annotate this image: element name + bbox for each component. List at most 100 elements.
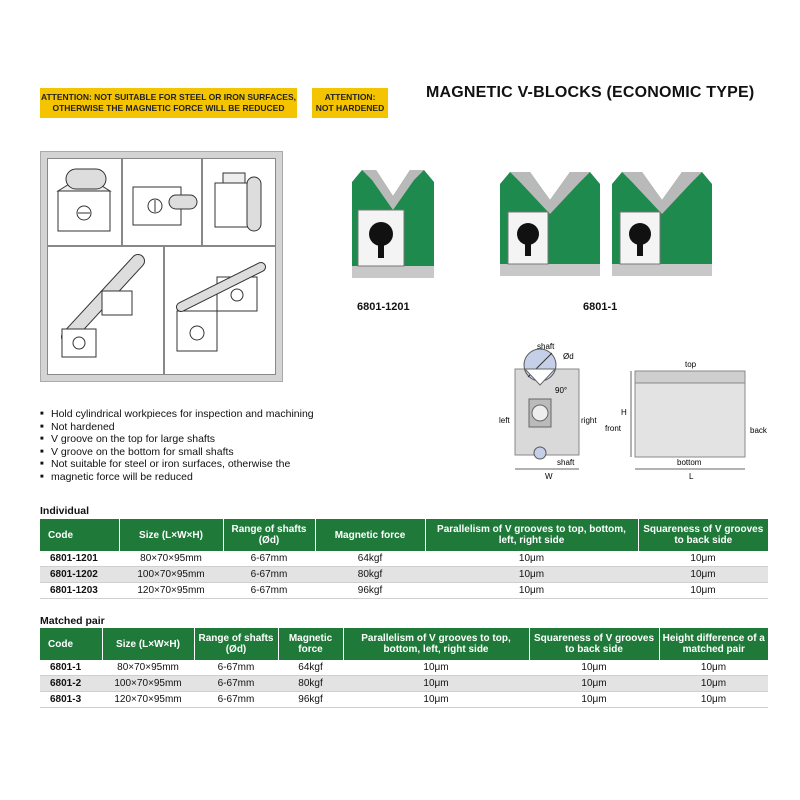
header-force: Magnetic force (278, 628, 344, 660)
table-row: 6801-1202 100×70×95mm 6-67mm 80kgf 10μm … (40, 566, 768, 583)
feature-item: Hold cylindrical workpieces for inspecti… (40, 408, 340, 421)
attention-steel-line1: ATTENTION: NOT SUITABLE FOR STEEL OR IRO… (40, 92, 296, 102)
v-block-pair-left-image (500, 172, 600, 276)
header-size: Size (L×W×H) (102, 628, 195, 660)
cell-size: 120×70×95mm (137, 585, 205, 596)
cell-force: 80kgf (315, 566, 425, 583)
label-height: H (621, 408, 627, 417)
label-left: left (499, 416, 510, 425)
label-diameter: Ød (563, 352, 574, 361)
table-row: 6801-1 80×70×95mm 6-67mm 64kgf 10μm 10μm… (40, 660, 768, 676)
cell-force: 80kgf (278, 675, 343, 692)
usage-cell-4 (47, 246, 164, 375)
cell-code: 6801-2 (40, 675, 102, 692)
cell-size: 80×70×95mm (140, 553, 202, 564)
cell-code: 6801-1203 (50, 585, 98, 596)
cell-height-difference: 10μm (700, 662, 727, 673)
individual-header-row: Code Size (L×W×H) Range of shafts (Ød) M… (40, 519, 768, 551)
table-row: 6801-1201 80×70×95mm 6-67mm 64kgf 10μm 1… (40, 551, 768, 567)
cell-range: 6-67mm (250, 553, 288, 564)
v-block-shaft-bottom-icon (132, 186, 198, 226)
v-block-pair-icon (176, 262, 266, 352)
table-row: 6801-3 120×70×95mm 6-67mm 96kgf 10μm 10μ… (40, 692, 768, 708)
cell-range: 6-67mm (217, 662, 255, 673)
cell-parallelism: 10μm (343, 675, 529, 692)
cell-parallelism: 10μm (518, 585, 545, 596)
matched-header-row: Code Size (L×W×H) Range of shafts (Ød) M… (40, 628, 768, 660)
feature-item-continuation: magnetic force will be reduced (40, 471, 340, 484)
cell-code: 6801-1201 (50, 553, 98, 564)
header-parallelism: Parallelism of V grooves to top, bottom,… (343, 628, 530, 660)
cell-height-difference: 10μm (700, 694, 727, 705)
matched-section-title: Matched pair (40, 615, 105, 627)
label-angle: 90° (555, 386, 567, 395)
cell-parallelism: 10μm (423, 662, 449, 673)
header-height-difference: Height difference of a matched pair (659, 628, 768, 660)
label-right: right (581, 416, 597, 425)
individual-section-title: Individual (40, 505, 90, 517)
header-range: Range of shafts (Ød) (194, 628, 279, 660)
usage-cell-3 (202, 158, 276, 246)
label-shaft-bottom: shaft (557, 458, 575, 467)
label-back: back (750, 426, 768, 435)
header-size: Size (L×W×H) (119, 519, 224, 551)
product-label-pair: 6801-1 (583, 301, 618, 313)
header-squareness: Squareness of V grooves to back side (638, 519, 768, 551)
cell-squareness: 10μm (581, 662, 607, 673)
label-front: front (605, 424, 622, 433)
individual-table: Code Size (L×W×H) Range of shafts (Ød) M… (40, 519, 768, 599)
header-squareness: Squareness of V grooves to back side (529, 628, 660, 660)
header-parallelism: Parallelism of V grooves to top, bottom,… (425, 519, 639, 551)
dimension-diagram: shaft Ød 90° left right shaft W top H fr… (499, 342, 768, 481)
table-row: 6801-2 100×70×95mm 6-67mm 80kgf 10μm 10μ… (40, 675, 768, 692)
feature-item: V groove on the top for large shafts (40, 433, 340, 446)
attention-steel-banner: ATTENTION: NOT SUITABLE FOR STEEL OR IRO… (40, 88, 297, 118)
cell-squareness: 10μm (690, 585, 716, 596)
v-block-long-shaft-icon (61, 254, 145, 358)
cell-parallelism: 10μm (518, 553, 545, 564)
v-block-shaft-top-icon (56, 168, 112, 232)
cell-size: 100×70×95mm (119, 566, 223, 583)
cell-code: 6801-3 (50, 694, 82, 705)
header-code: Code (40, 519, 120, 551)
feature-item: Not hardened (40, 421, 340, 434)
cell-squareness: 10μm (581, 694, 607, 705)
label-shaft-top: shaft (537, 342, 555, 351)
matched-table: Code Size (L×W×H) Range of shafts (Ød) M… (40, 628, 768, 708)
usage-cell-5 (164, 246, 276, 375)
product-label-single: 6801-1201 (357, 301, 410, 313)
cell-parallelism: 10μm (423, 694, 449, 705)
cell-parallelism: 10μm (425, 566, 638, 583)
cell-height-difference: 10μm (659, 675, 768, 692)
v-block-pair-right-image (612, 172, 712, 276)
cell-squareness: 10μm (529, 675, 659, 692)
cell-range: 6-67mm (223, 566, 315, 583)
label-length: L (689, 472, 694, 481)
attention-steel-line2: OTHERWISE THE MAGNETIC FORCE WILL BE RED… (52, 103, 285, 113)
attention-hardened-line2: NOT HARDENED (315, 103, 385, 113)
v-block-single-product-image (352, 170, 434, 278)
feature-item: Not suitable for steel or iron surfaces,… (40, 458, 340, 471)
page-title: MAGNETIC V-BLOCKS (ECONOMIC TYPE) (426, 84, 755, 101)
cell-size: 100×70×95mm (102, 675, 194, 692)
cell-range: 6-67mm (250, 585, 288, 596)
cell-size: 80×70×95mm (117, 662, 179, 673)
cell-code: 6801-1 (50, 662, 82, 673)
v-block-side-icon (214, 172, 262, 232)
cell-force: 96kgf (298, 694, 323, 705)
attention-hardened-banner: ATTENTION: NOT HARDENED (312, 88, 388, 118)
usage-cell-2 (122, 158, 202, 246)
attention-hardened-line1: ATTENTION: (324, 92, 376, 102)
cell-squareness: 10μm (638, 566, 768, 583)
header-range: Range of shafts (Ød) (223, 519, 316, 551)
header-code: Code (40, 628, 103, 660)
usage-cell-1 (47, 158, 122, 246)
cell-force: 96kgf (357, 585, 383, 596)
cell-squareness: 10μm (690, 553, 716, 564)
cell-force: 64kgf (357, 553, 383, 564)
table-row: 6801-1203 120×70×95mm 6-67mm 96kgf 10μm … (40, 583, 768, 599)
cell-range: 6-67mm (217, 694, 255, 705)
cell-range: 6-67mm (194, 675, 278, 692)
cell-force: 64kgf (298, 662, 323, 673)
header-force: Magnetic force (315, 519, 426, 551)
